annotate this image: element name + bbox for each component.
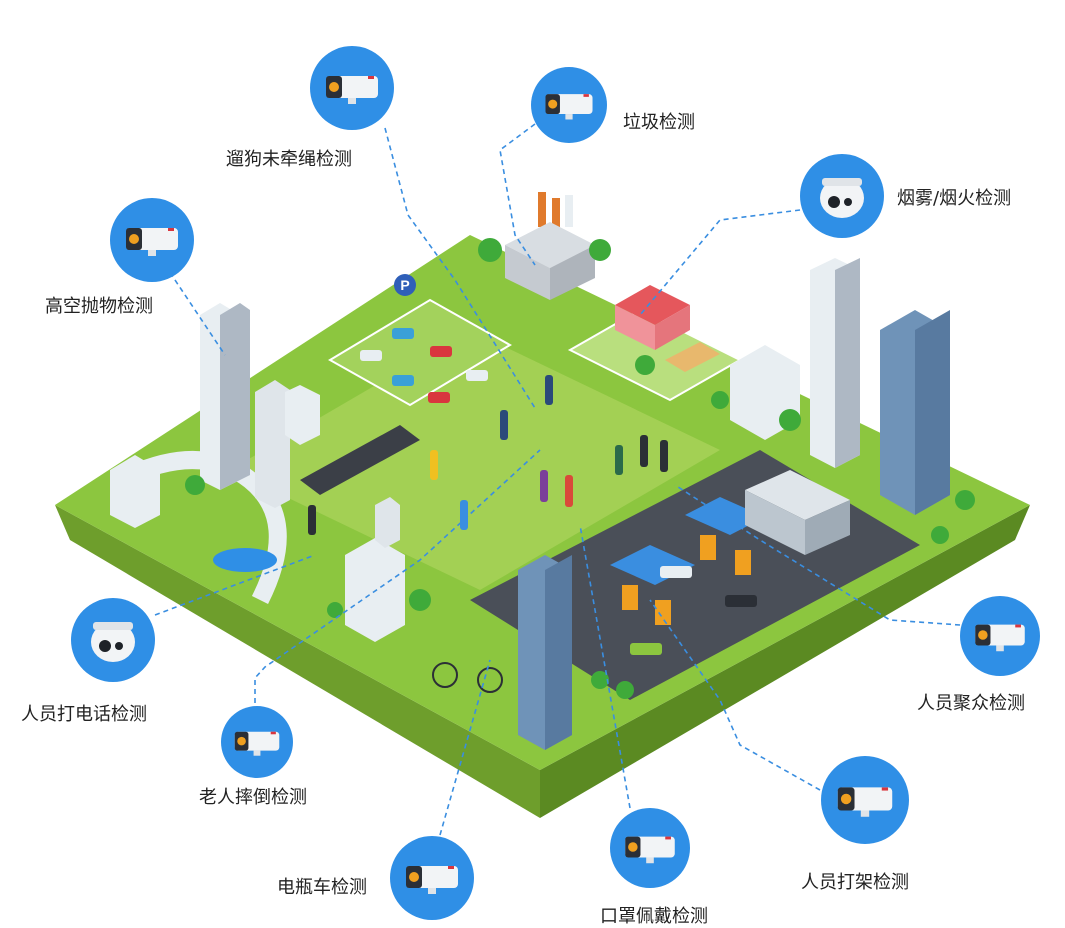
left-skyscraper	[110, 303, 320, 528]
camera-crowd	[960, 596, 1040, 676]
camera-label-mask: 口罩佩戴检测	[600, 906, 708, 927]
right-skyscrapers	[730, 258, 950, 515]
camera-label-leash: 遛狗未牵绳检测	[226, 149, 352, 170]
camera-label-crowd: 人员聚众检测	[917, 693, 1025, 714]
connector-fall	[254, 449, 541, 712]
camera-mask	[610, 808, 690, 888]
connector-leash	[384, 127, 536, 409]
connector-smoke	[639, 209, 801, 316]
bullet-camera-icon	[234, 731, 280, 756]
car	[428, 392, 450, 403]
connector-throw	[164, 264, 226, 356]
gas-station	[610, 470, 850, 655]
car	[392, 328, 414, 339]
bullet-camera-icon	[126, 228, 178, 256]
connector-phone	[154, 554, 316, 616]
parking-area	[328, 298, 512, 407]
camera-garbage	[531, 67, 607, 143]
parking-lot: P	[328, 274, 512, 407]
camera-smoke	[800, 154, 884, 238]
camera-fall	[221, 706, 293, 778]
camera-connectors	[154, 123, 961, 836]
car	[392, 375, 414, 386]
parking-sign-letter: P	[400, 277, 409, 293]
connector-crowd	[674, 484, 961, 626]
car	[466, 370, 488, 381]
central-park	[230, 330, 720, 590]
camera-ebike	[390, 836, 474, 920]
car	[430, 346, 452, 357]
camera-label-phone: 人员打电话检测	[21, 704, 147, 725]
connector-fight	[649, 599, 821, 791]
dome-camera-icon	[820, 178, 864, 218]
camera-label-fight: 人员打架检测	[801, 872, 909, 893]
city-platform	[55, 235, 1030, 818]
bullet-camera-icon	[975, 624, 1025, 652]
camera-throw	[110, 198, 194, 282]
road-left	[300, 425, 420, 495]
camera-fight	[821, 756, 909, 844]
connector-mask	[579, 524, 631, 809]
pond	[213, 548, 277, 572]
parking-sign-icon	[394, 274, 416, 296]
people	[308, 375, 668, 693]
center-tower	[345, 497, 572, 750]
curved-walkway	[115, 451, 287, 605]
camera-label-throw: 高空抛物检测	[45, 296, 153, 317]
camera-label-ebike: 电瓶车检测	[277, 877, 367, 898]
factory	[478, 192, 611, 300]
connector-garbage	[499, 123, 536, 266]
connector-ebike	[439, 659, 491, 836]
bullet-camera-icon	[406, 866, 458, 894]
bullet-camera-icon	[326, 76, 378, 104]
camera-label-garbage: 垃圾检测	[623, 112, 695, 133]
camera-leash	[310, 46, 394, 130]
camera-phone	[71, 598, 155, 682]
camera-icons	[71, 46, 1040, 920]
camera-label-smoke: 烟雾/烟火检测	[897, 188, 1012, 209]
trees	[185, 391, 975, 699]
platform-right-side	[540, 505, 1030, 818]
car	[360, 350, 382, 361]
bullet-camera-icon	[625, 836, 675, 864]
bullet-camera-icon	[545, 94, 593, 120]
platform-left-side	[55, 505, 540, 818]
bullet-camera-icon	[837, 787, 893, 817]
camera-label-fall: 老人摔倒检测	[199, 787, 307, 808]
dome-camera-icon	[91, 622, 135, 662]
